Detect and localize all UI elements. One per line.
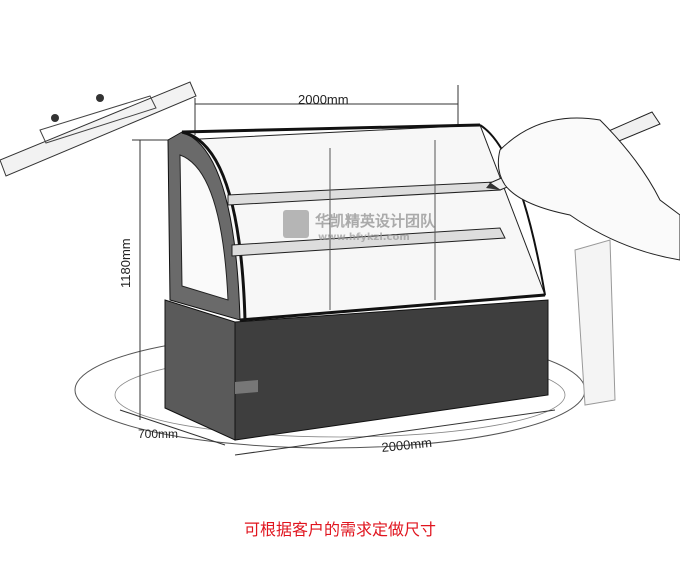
height-label: 1180mm: [118, 238, 133, 288]
watermark-logo: 华凯精英设计团队 www.hfykzl.com: [283, 210, 436, 243]
cabinet-base-side: [164, 299, 236, 441]
watermark-name: 华凯精英设计团队: [315, 212, 436, 230]
shelf-lower: [231, 227, 506, 257]
scale-ruler-icon: [574, 239, 616, 406]
caption-custom-size: 可根据客户的需求定做尺寸: [243, 520, 436, 539]
ruler-icon: [0, 81, 197, 177]
depth-label: 700mm: [138, 427, 178, 441]
bottom-width-label: 2000mm: [381, 435, 433, 455]
cabinet-base-front: [234, 299, 549, 441]
top-width-label: 2000mm: [298, 92, 349, 107]
watermark-url: www.hfykzl.com: [318, 232, 410, 243]
hand-with-pencil-icon: [486, 111, 680, 261]
